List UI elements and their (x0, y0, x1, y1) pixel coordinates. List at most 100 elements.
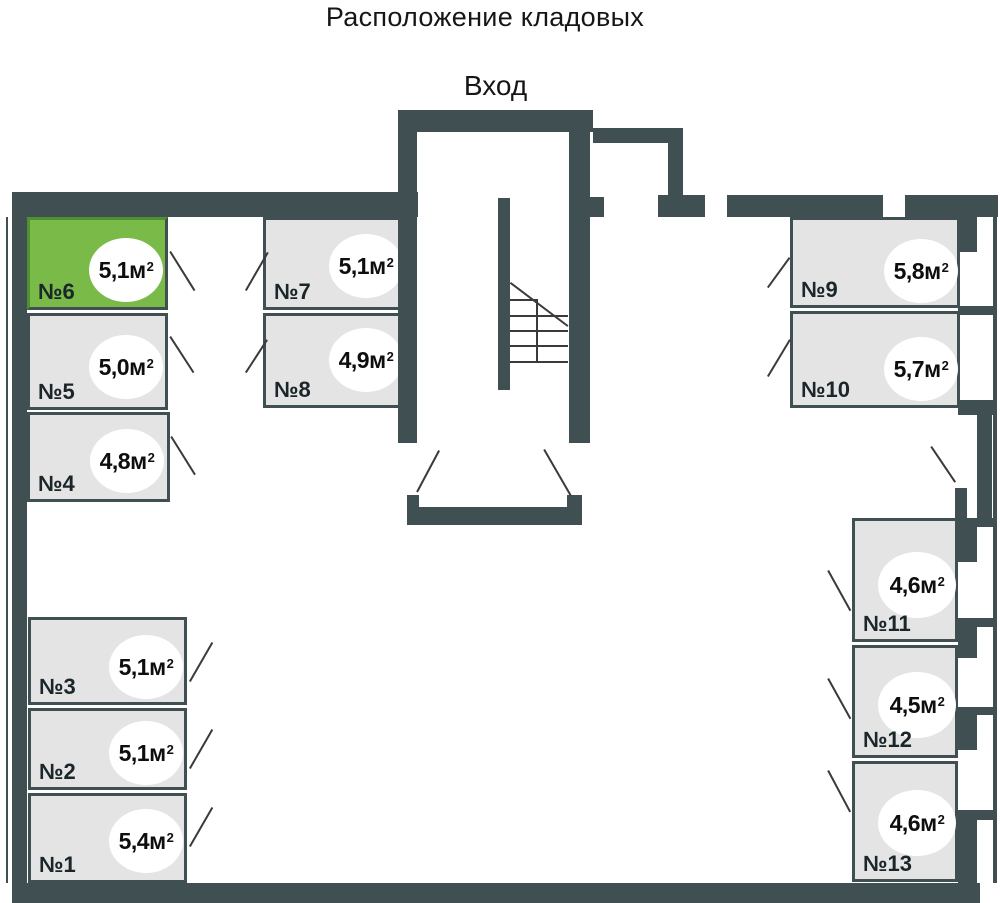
wall-left (12, 192, 27, 903)
unit-area: 5,7м2 (893, 355, 949, 382)
door-line-corridor (930, 446, 957, 483)
area-badge: 4,5м2 (878, 672, 956, 738)
area-badge: 4,6м2 (878, 552, 956, 618)
wall-bottom (12, 883, 980, 903)
facade-connector (958, 306, 994, 315)
area-badge: 5,0м2 (89, 335, 163, 399)
wall-extension-vertical (668, 143, 683, 197)
area-badge: 5,1м2 (89, 238, 163, 302)
unit-6-highlighted[interactable]: 5,1м2 №6 (27, 217, 168, 310)
unit-area: 5,8м2 (893, 257, 949, 284)
unit-number: №13 (863, 851, 912, 876)
facade-bar (977, 415, 992, 522)
facade-connector (958, 618, 994, 627)
door-line-unit3 (189, 642, 214, 682)
unit-number: №9 (801, 277, 838, 302)
vestibule-stub-right (567, 495, 582, 525)
area-badge: 4,9м2 (329, 328, 403, 392)
facade-segment (958, 627, 977, 658)
wall-top-band-right-b (905, 195, 998, 217)
unit-number: №11 (863, 611, 911, 636)
wall-extension-bar (593, 128, 683, 143)
unit-number: №3 (39, 674, 76, 699)
unit-8[interactable]: 4,9м2 №8 (263, 313, 405, 408)
unit-9[interactable]: 5,8м2 №9 (790, 217, 960, 308)
unit-13[interactable]: 4,6м2 №13 (852, 761, 958, 882)
stairwell-right-stub (585, 197, 604, 217)
door-line-entrance-left (416, 450, 440, 493)
area-badge: 5,1м2 (109, 721, 183, 785)
unit-3[interactable]: 5,1м2 №3 (28, 617, 187, 705)
area-badge: 4,8м2 (90, 429, 164, 493)
area-badge: 5,8м2 (884, 239, 958, 303)
unit-number: №1 (39, 852, 76, 877)
wall-top-band (12, 192, 418, 217)
unit-area: 5,4м2 (118, 827, 174, 854)
unit-7[interactable]: 5,1м2 №7 (263, 217, 405, 310)
unit-area: 5,1м2 (338, 252, 394, 279)
unit-4[interactable]: 4,8м2 №4 (27, 412, 170, 502)
unit-area: 5,1м2 (118, 653, 174, 680)
unit-area: 4,6м2 (889, 809, 945, 836)
facade-line-right (993, 217, 997, 883)
unit-area: 4,5м2 (889, 691, 945, 718)
unit-2[interactable]: 5,1м2 №2 (28, 708, 187, 790)
unit-area: 4,9м2 (338, 346, 394, 373)
wall-top-band-right-a (727, 195, 883, 217)
door-line-unit2 (189, 729, 214, 769)
door-line-unit10 (767, 339, 791, 378)
door-line-unit12 (827, 678, 852, 720)
facade-connector (958, 810, 994, 820)
unit-number: №4 (38, 471, 75, 496)
unit-area: 5,0м2 (98, 353, 154, 380)
stair-tread (510, 330, 568, 332)
wall-right-corner (957, 217, 977, 252)
unit-number: №2 (39, 759, 76, 784)
page-title: Расположение кладовых (325, 2, 645, 32)
unit-number: №6 (38, 279, 75, 304)
facade-connector (958, 400, 994, 415)
area-badge: 5,7м2 (884, 337, 958, 401)
facade-line-left (6, 217, 8, 883)
vestibule-stub-left (407, 495, 419, 525)
unit-area: 5,1м2 (98, 256, 154, 283)
unit-10[interactable]: 5,7м2 №10 (790, 311, 960, 408)
door-line-unit6 (169, 251, 196, 292)
unit-5[interactable]: 5,0м2 №5 (27, 313, 168, 410)
stair-tread (510, 345, 568, 347)
unit-number: №10 (801, 377, 850, 402)
unit-area: 5,1м2 (118, 739, 174, 766)
unit-1[interactable]: 5,4м2 №1 (28, 793, 187, 883)
door-line-entrance-right (543, 449, 572, 496)
vestibule-wall (407, 507, 582, 525)
unit-number: №7 (274, 279, 311, 304)
stair-tread (510, 315, 568, 317)
entrance-label: Вход (463, 70, 528, 101)
unit-12[interactable]: 4,5м2 №12 (852, 645, 958, 758)
area-badge: 5,1м2 (329, 234, 403, 298)
unit-area: 4,6м2 (889, 571, 945, 598)
area-badge: 5,1м2 (109, 635, 183, 699)
door-line-unit5 (169, 336, 195, 374)
door-line-unit9 (767, 257, 791, 289)
stair-tread (510, 299, 537, 301)
stairwell-left-wall (398, 132, 417, 443)
door-line-unit4 (170, 436, 196, 476)
door-line-unit13 (827, 770, 852, 813)
door-line-unit11 (827, 570, 852, 612)
stair-spine-wall (498, 198, 510, 390)
stair-divider (536, 299, 538, 363)
stair-tread (510, 361, 568, 363)
wall-extension-foot (658, 195, 705, 217)
facade-connector (958, 707, 994, 715)
stair-break-line (509, 282, 569, 327)
stairwell-right-wall (569, 132, 590, 443)
door-line-unit1 (189, 807, 214, 847)
unit-number: №12 (863, 727, 912, 752)
area-badge: 4,6м2 (878, 790, 956, 856)
unit-area: 4,8м2 (99, 447, 155, 474)
unit-11[interactable]: 4,6м2 №11 (852, 518, 958, 642)
area-badge: 5,4м2 (109, 809, 183, 873)
stairwell-top-wall (398, 110, 593, 132)
facade-segment (958, 715, 977, 750)
